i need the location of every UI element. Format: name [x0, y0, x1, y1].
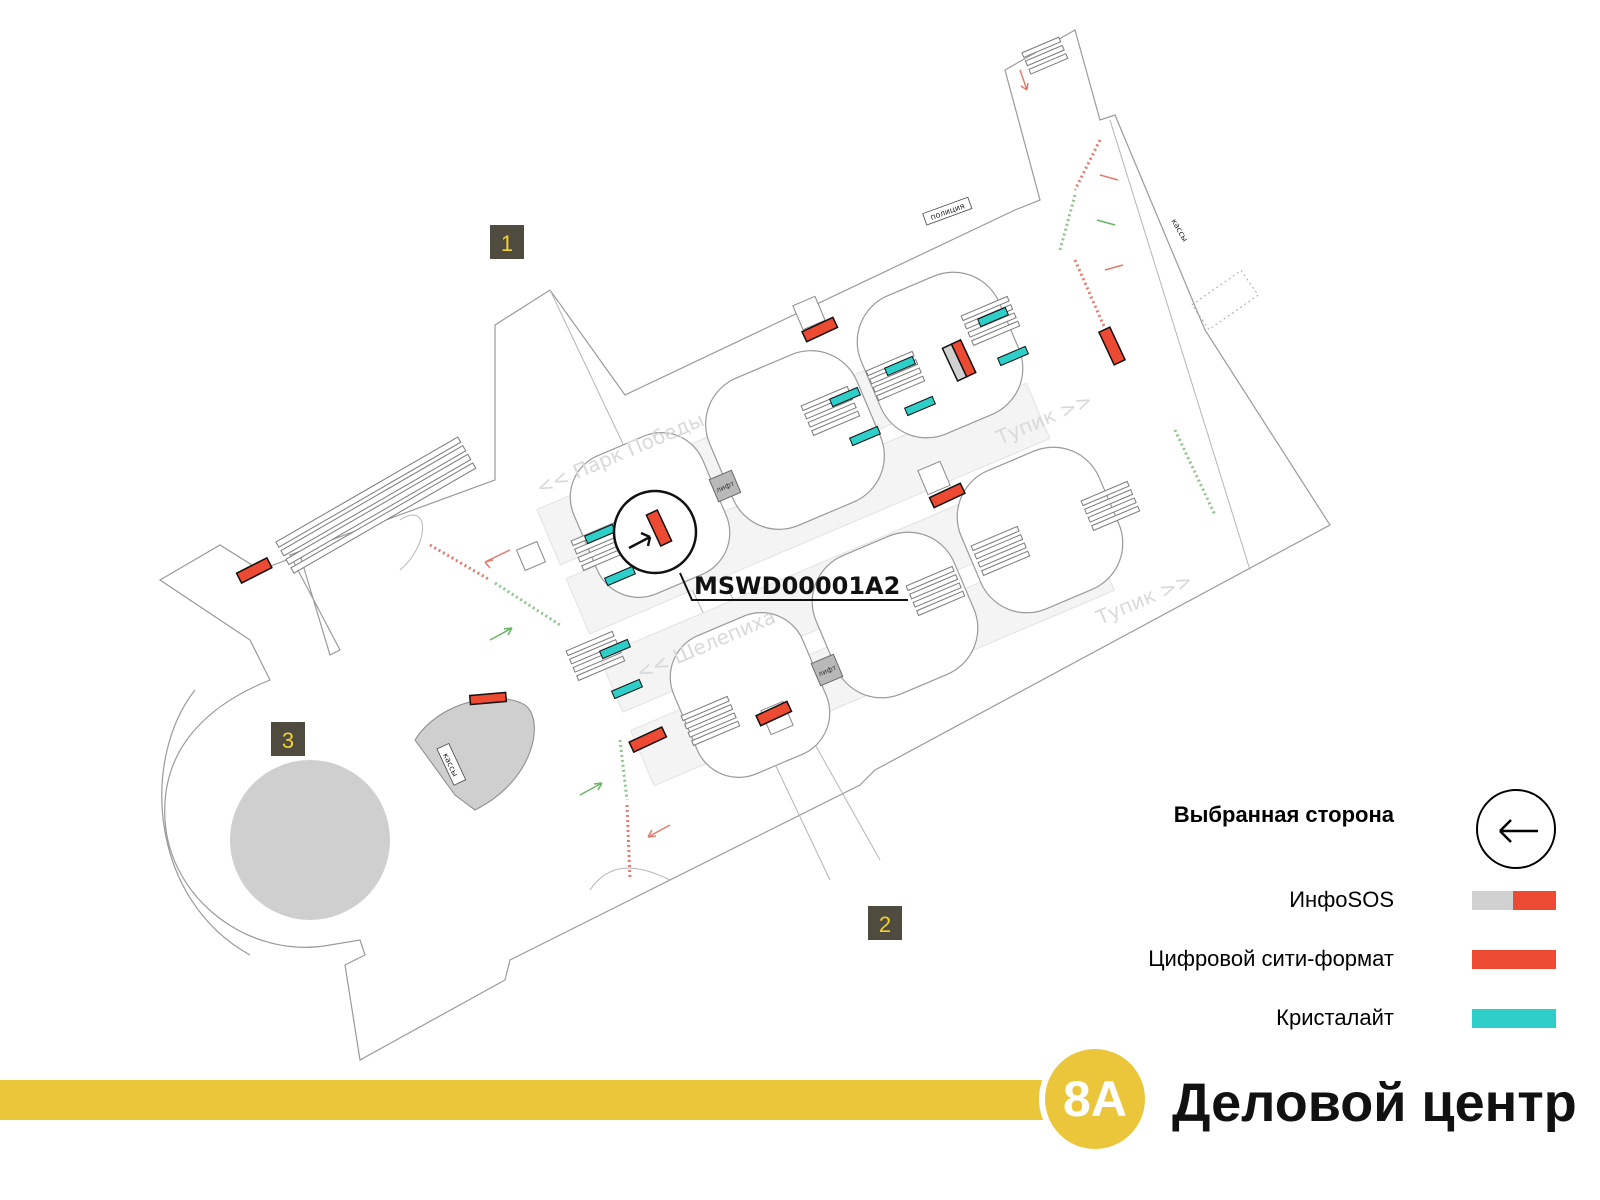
- lift-2: лифт: [810, 653, 844, 687]
- flow-arrows: [484, 69, 1124, 838]
- station-name: Деловой центр: [1172, 1073, 1577, 1133]
- station-outline: [158, 29, 1331, 1061]
- line-number: 8A: [1063, 1071, 1127, 1127]
- left-arrow-icon: [1476, 789, 1556, 869]
- direction-arrow-icon: [628, 531, 652, 550]
- selected-panel-marker: [612, 489, 908, 601]
- legend-digital-city: Цифровой сити-формат: [1148, 946, 1394, 971]
- legend-cristalite: Кристалайт: [1276, 1005, 1394, 1030]
- lift-1: лифт: [708, 469, 742, 503]
- svg-text:2: 2: [879, 912, 891, 937]
- exit-2: 2: [868, 906, 902, 940]
- cristalite-swatch: [1472, 1009, 1556, 1028]
- exit-1: 1: [490, 225, 524, 259]
- exit-3: 3: [271, 722, 305, 756]
- rotunda-wall: [161, 689, 251, 956]
- digital-city-panels: [235, 316, 1127, 754]
- svg-text:3: 3: [282, 728, 294, 753]
- infosos-panel: [941, 338, 977, 382]
- kassy-island: [414, 698, 535, 811]
- kassy-label-right: кассы: [1169, 217, 1189, 243]
- legend: Выбранная сторона ИнфоSOS Цифровой сити-…: [1040, 770, 1600, 1050]
- infosos-swatch: [1472, 891, 1556, 910]
- svg-text:1: 1: [501, 231, 513, 256]
- legend-infosos: ИнфоSOS: [1289, 887, 1394, 912]
- line-badge: 8A: [1045, 1049, 1145, 1149]
- metro-line-bar: [0, 1080, 1050, 1120]
- selected-panel-code: MSWD00001A2: [694, 572, 900, 600]
- digital-city-swatch: [1472, 950, 1556, 969]
- rotunda: [230, 760, 390, 920]
- legend-selected-side: Выбранная сторона: [1173, 802, 1394, 827]
- escalators: [275, 36, 1259, 747]
- turnstiles: [429, 139, 1217, 881]
